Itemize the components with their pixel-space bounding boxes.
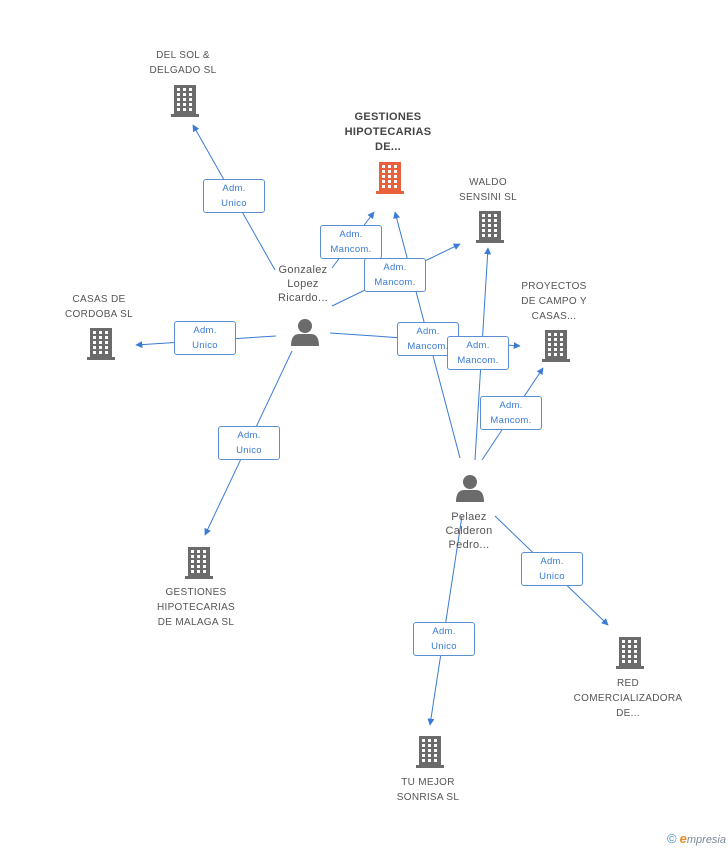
edge-label[interactable]: Adm. Mancom. — [480, 396, 542, 430]
person-label-gonzalez-lopez[interactable]: Gonzalez Lopez Ricardo... — [277, 264, 329, 304]
building-icon[interactable] — [376, 162, 404, 194]
company-label-casas-de-cordoba[interactable]: CASAS DE CORDOBA SL — [64, 294, 134, 320]
person-icon[interactable] — [291, 319, 319, 346]
building-icon[interactable] — [542, 330, 570, 362]
edge-label[interactable]: Adm. Unico — [218, 426, 280, 460]
company-label-gestiones-hipotecarias-malaga[interactable]: GESTIONES HIPOTECARIAS DE MALAGA SL — [156, 587, 236, 628]
edge-label[interactable]: Adm. Unico — [413, 622, 475, 656]
edge-label[interactable]: Adm. Unico — [521, 552, 583, 586]
building-icon[interactable] — [87, 328, 115, 360]
company-label-waldo-sensini[interactable]: WALDO SENSINI SL — [458, 177, 518, 203]
edge-label[interactable]: Adm. Mancom. — [364, 258, 426, 292]
building-icon[interactable] — [476, 211, 504, 243]
company-label-del-sol-delgado[interactable]: DEL SOL & DELGADO SL — [149, 50, 217, 76]
footer-brand: ©empresia — [667, 831, 726, 846]
company-label-proyectos-campo-casas[interactable]: PROYECTOS DE CAMPO Y CASAS... — [521, 281, 587, 322]
company-label-gestiones-hipotecarias-de[interactable]: GESTIONES HIPOTECARIAS DE... — [344, 111, 432, 153]
edge-label[interactable]: Adm. Mancom. — [447, 336, 509, 370]
building-icon[interactable] — [416, 736, 444, 768]
company-label-tu-mejor-sonrisa[interactable]: TU MEJOR SONRISA SL — [396, 777, 460, 803]
person-icon[interactable] — [456, 475, 484, 502]
brand-name: mpresia — [686, 834, 726, 846]
edge-pelaez_calderon-to-tu_mejor_sonrisa — [427, 515, 463, 726]
copyright-symbol: © — [667, 831, 677, 846]
edge-label[interactable]: Adm. Unico — [203, 179, 265, 213]
person-label-pelaez-calderon[interactable]: Pelaez Calderon Pedro... — [445, 511, 493, 551]
building-icon[interactable] — [616, 637, 644, 669]
edge-label[interactable]: Adm. Mancom. — [320, 225, 382, 259]
brand-initial: e — [679, 831, 687, 846]
edge-label[interactable]: Adm. Unico — [174, 321, 236, 355]
building-icon[interactable] — [171, 85, 199, 117]
building-icon[interactable] — [185, 547, 213, 579]
company-label-red-comercializadora[interactable]: RED COMERCIALIZADORA DE... — [573, 678, 683, 719]
